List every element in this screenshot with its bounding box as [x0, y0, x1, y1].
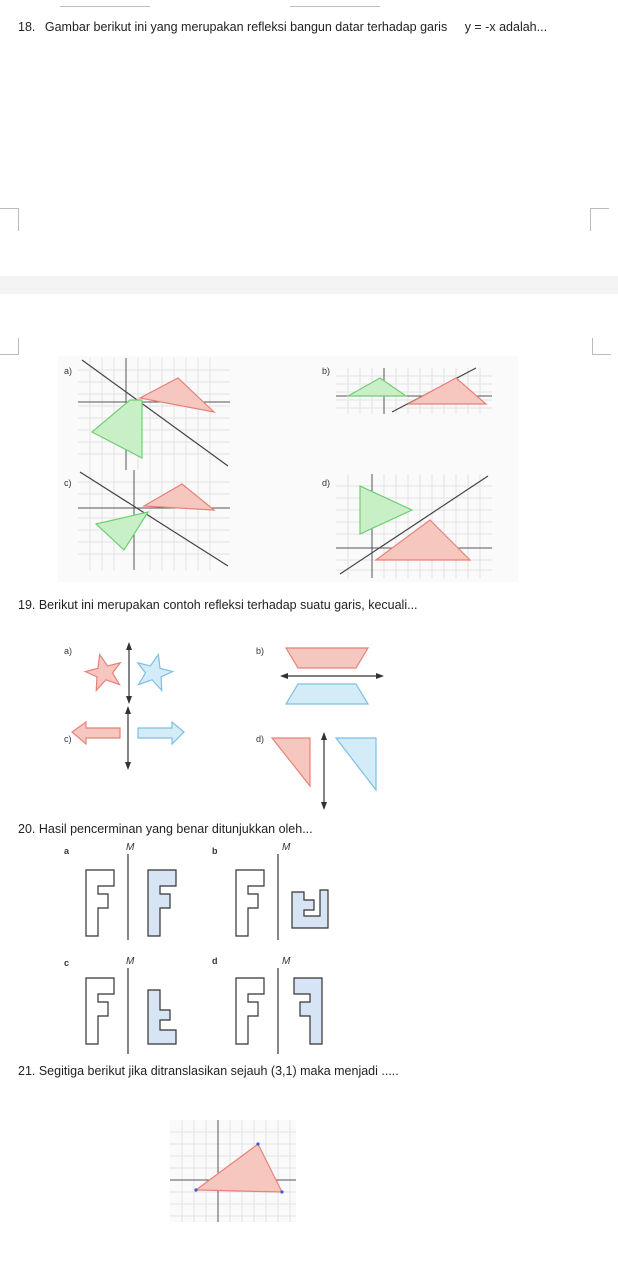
question-text: Gambar berikut ini yang merupakan reflek…: [44, 20, 448, 34]
top-fragment-left: [60, 0, 150, 7]
mirror-label: M: [282, 956, 291, 967]
option-label: c: [64, 958, 70, 968]
option-label: d): [322, 478, 331, 488]
corner-bracket: [592, 338, 611, 355]
question-18: 18. Gambar berikut ini yang merupakan re…: [18, 20, 547, 34]
q18-option-c-graph[interactable]: [78, 470, 230, 570]
corner-bracket: [0, 208, 19, 231]
mirror-label: M: [126, 842, 135, 853]
option-label: b: [212, 846, 218, 856]
q18-option-a-graph[interactable]: [78, 358, 230, 470]
page-separator: [0, 276, 618, 294]
q18-option-b-graph[interactable]: [336, 367, 492, 414]
top-fragment-right: [290, 0, 380, 7]
option-label: c): [64, 734, 72, 744]
option-label: a): [64, 646, 73, 656]
q19-option-c-arrow-reflection[interactable]: [70, 706, 186, 770]
q21-triangle-graph: [170, 1120, 296, 1222]
question-21: 21. Segitiga berikut jika ditranslasikan…: [18, 1064, 399, 1078]
corner-bracket: [0, 338, 19, 355]
option-label: c): [64, 478, 72, 488]
question-tail: adalah...: [499, 20, 548, 34]
question-19: 19. Berikut ini merupakan contoh refleks…: [18, 598, 418, 612]
q20-option-c-letter-reflection[interactable]: [82, 968, 182, 1054]
option-label: b): [322, 366, 331, 376]
q20-option-d-letter-reflection[interactable]: [232, 968, 332, 1054]
q19-option-d-triangle-reflection[interactable]: [270, 732, 382, 810]
question-number: 18.: [18, 20, 36, 34]
option-label: d: [212, 956, 218, 966]
mirror-label: M: [126, 956, 135, 967]
q19-option-b-trapezoid-reflection[interactable]: [280, 646, 386, 708]
line-equation: y = -x: [464, 20, 496, 34]
option-label: a): [64, 366, 73, 376]
option-label: b): [256, 646, 265, 656]
corner-bracket: [590, 208, 609, 231]
q18-option-d-graph[interactable]: [336, 474, 492, 578]
option-label: a: [64, 846, 70, 856]
option-label: d): [256, 734, 265, 744]
q19-option-a-star-reflection[interactable]: [83, 642, 184, 704]
mirror-label: M: [282, 842, 291, 853]
question-20: 20. Hasil pencerminan yang benar ditunju…: [18, 822, 313, 836]
q20-option-a-letter-reflection[interactable]: [82, 854, 182, 940]
q20-option-b-letter-reflection[interactable]: [232, 854, 332, 940]
